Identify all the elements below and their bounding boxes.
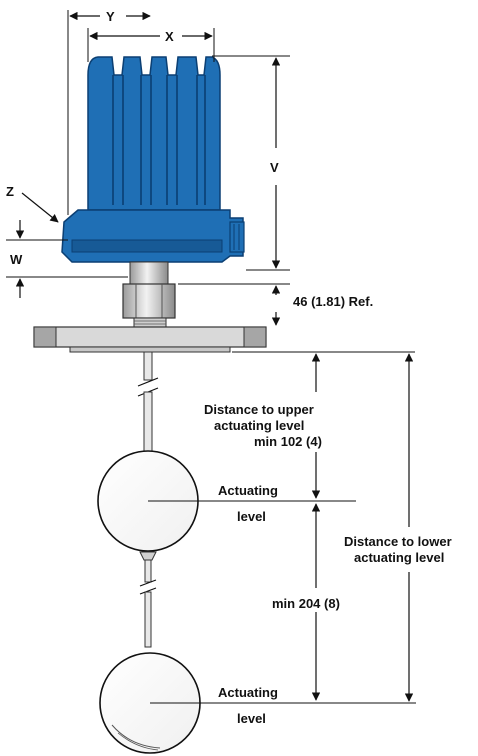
dim-z: Z	[6, 184, 59, 223]
dim-upper-actuating: Distance to upper actuating level min 10…	[204, 353, 322, 499]
housing-base-shadow	[71, 239, 223, 253]
label-act2-line2: level	[237, 711, 266, 726]
label-lower-line1: Distance to lower	[344, 534, 452, 549]
dim-min-204: min 204 (8)	[272, 503, 340, 701]
upper-float-ball	[97, 450, 199, 561]
label-y: Y	[106, 9, 115, 24]
label-ref: 46 (1.81) Ref.	[293, 294, 373, 309]
enclosure-housing	[61, 56, 245, 263]
actuating-level-1: Actuating level	[148, 483, 356, 524]
label-w: W	[10, 252, 23, 267]
label-act2-line1: Actuating	[218, 685, 278, 700]
label-act1-line2: level	[237, 509, 266, 524]
label-upper-line3: min 102 (4)	[254, 434, 322, 449]
label-act1-line1: Actuating	[218, 483, 278, 498]
dim-46-ref: 46 (1.81) Ref.	[178, 283, 373, 326]
label-x: X	[165, 29, 174, 44]
mounting-flange	[33, 326, 267, 353]
neck-assembly	[122, 261, 176, 328]
label-min204: min 204 (8)	[272, 596, 340, 611]
housing-fins	[87, 56, 221, 211]
label-v: V	[270, 160, 279, 175]
conduit-entry	[229, 221, 245, 253]
thread	[133, 317, 167, 328]
dim-y: Y	[67, 9, 151, 215]
label-z: Z	[6, 184, 14, 199]
dim-v: V	[212, 55, 290, 271]
housing-base	[61, 209, 244, 263]
lower-float-stem	[139, 559, 157, 648]
hex-nut	[122, 283, 176, 319]
label-upper-line2: actuating level	[214, 418, 304, 433]
actuating-level-2: Actuating level	[150, 685, 416, 726]
float-stem	[137, 351, 159, 453]
label-upper-line1: Distance to upper	[204, 402, 314, 417]
neck-stem	[129, 261, 169, 285]
label-lower-line2: actuating level	[354, 550, 444, 565]
dim-lower-actuating: Distance to lower actuating level	[344, 353, 452, 702]
dim-w: W	[6, 220, 128, 298]
housing-fin-grooves	[112, 75, 206, 205]
